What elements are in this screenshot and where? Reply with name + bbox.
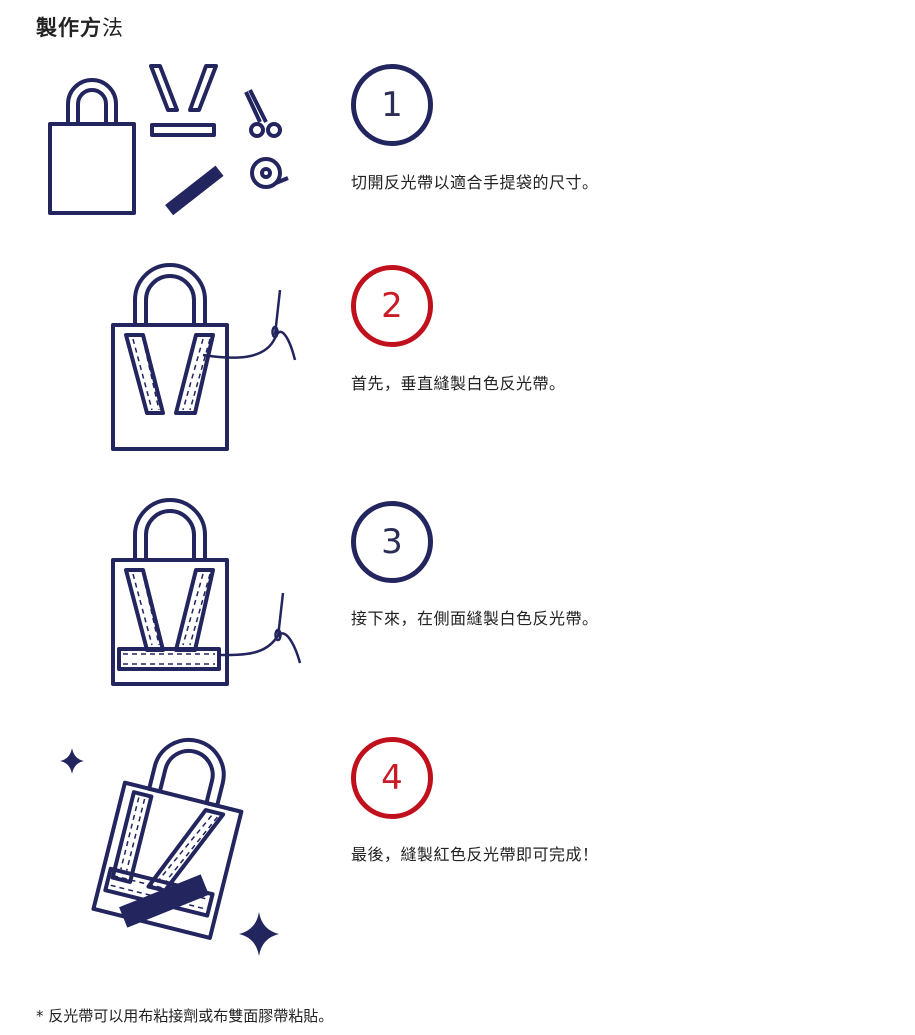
tape-roll-icon <box>250 157 289 189</box>
step-number-badge: 1 <box>351 64 433 146</box>
sparkle-icon <box>60 748 84 774</box>
materials-illustration <box>48 64 289 216</box>
reflective-strip <box>174 333 215 415</box>
reflective-strips-icon <box>149 64 218 137</box>
footnote: * 反光帶可以用布粘接劑或布雙面膠帶粘貼。 <box>36 1007 334 1025</box>
reflective-strip <box>124 333 165 415</box>
reflective-strip <box>110 790 154 884</box>
scissors-icon <box>244 89 282 138</box>
needle-thread-icon <box>202 289 297 361</box>
vertical-sewing-illustration <box>111 263 297 451</box>
needle-thread-icon <box>218 592 302 664</box>
red-reflective-strip <box>119 874 209 928</box>
tote-bag-icon <box>48 78 136 215</box>
finished-bag-illustration <box>60 737 279 956</box>
step-description: 最後，縫製紅色反光帶即可完成！ <box>351 845 599 864</box>
reflective-strip <box>117 647 221 671</box>
step-number-badge: 4 <box>351 737 433 819</box>
step-description: 接下來，在側面縫製白色反光帶。 <box>351 609 599 628</box>
sparkle-icon <box>239 912 279 956</box>
tote-bag-icon <box>91 737 244 940</box>
step-description: 首先，垂直縫製白色反光帶。 <box>351 374 566 393</box>
reflective-strip <box>174 568 215 652</box>
red-strip-icon <box>165 165 224 216</box>
tote-bag-icon <box>111 498 229 686</box>
step-description: 切開反光帶以適合手提袋的尺寸。 <box>351 173 599 192</box>
step-number-badge: 3 <box>351 501 433 583</box>
step-number-badge: 2 <box>351 265 433 347</box>
page-title: 製作方法 <box>36 16 124 40</box>
side-sewing-illustration <box>111 498 302 686</box>
tote-bag-icon <box>111 263 229 451</box>
